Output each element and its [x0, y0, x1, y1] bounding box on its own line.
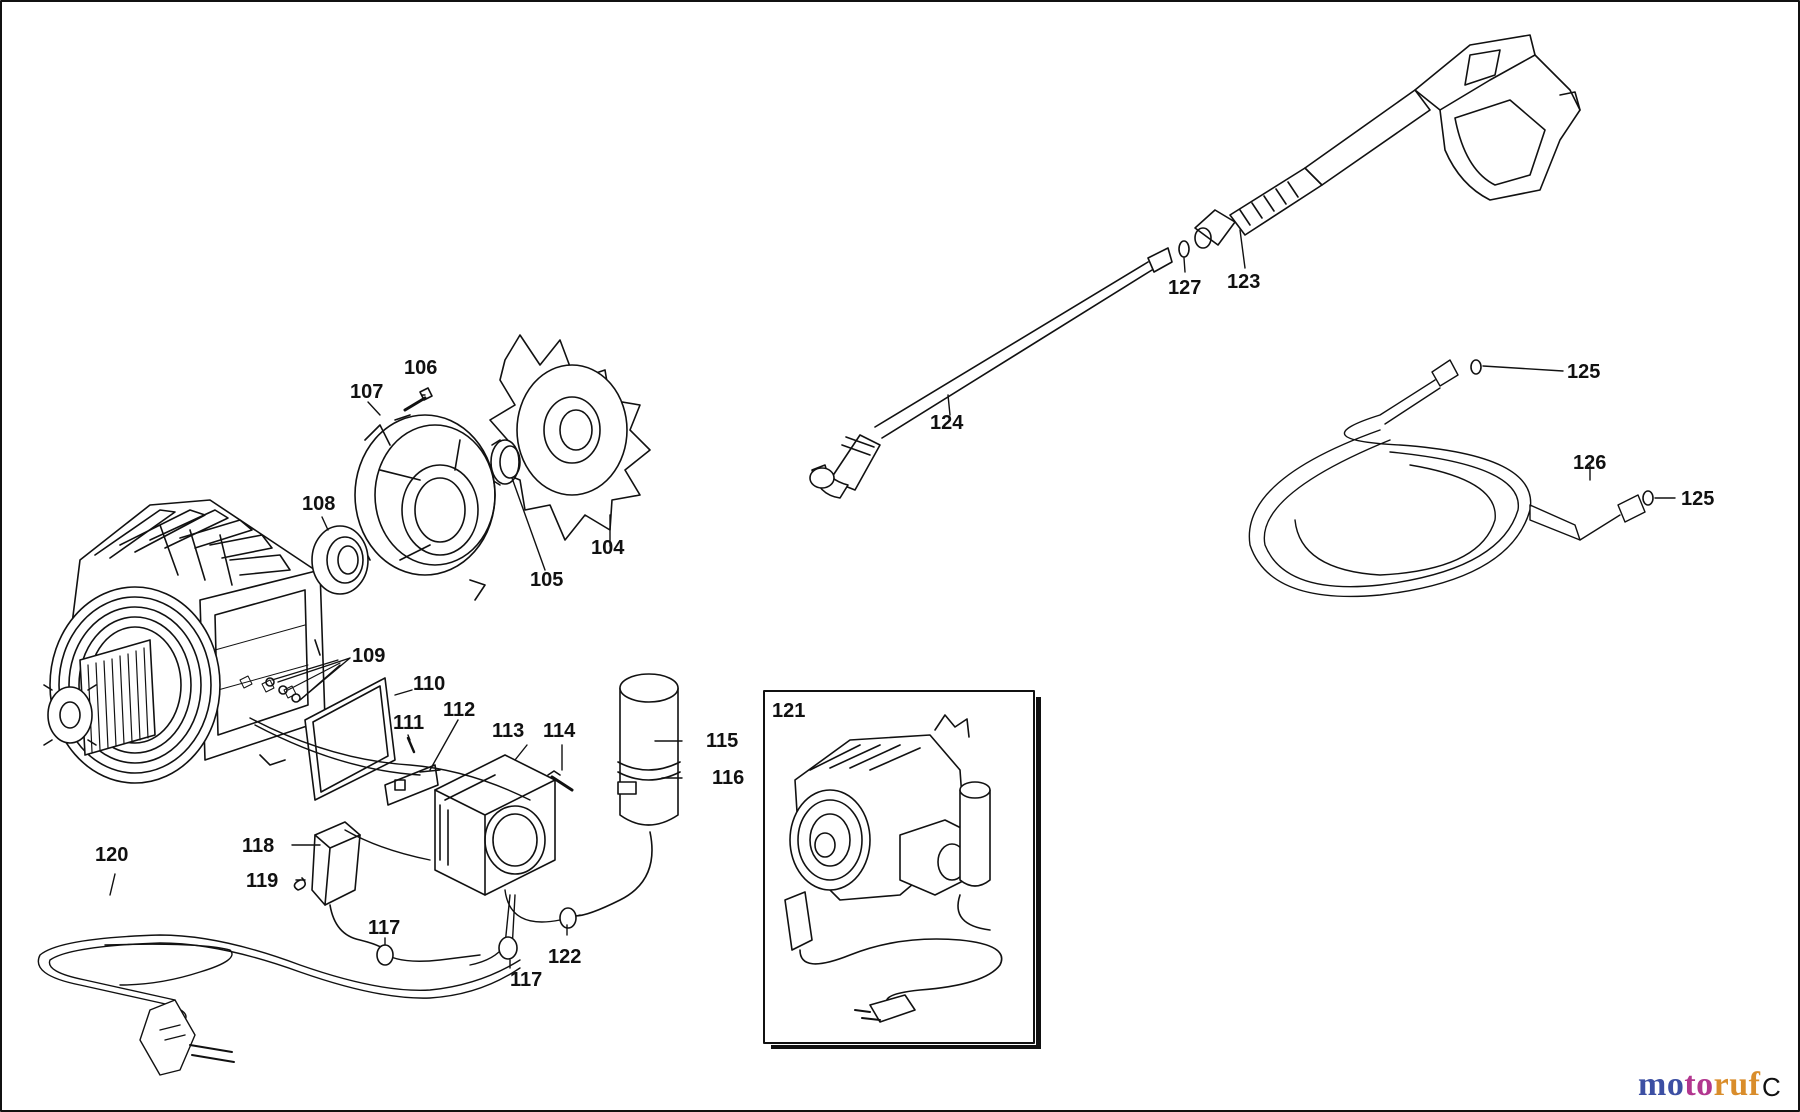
power-cord — [37, 934, 521, 1076]
hose-o-ring-bottom — [1642, 490, 1654, 506]
switch-housing — [434, 754, 556, 896]
callout-124: 124 — [930, 412, 964, 434]
callout-115: 115 — [706, 730, 739, 752]
small-screw — [406, 736, 416, 754]
grommet — [376, 944, 394, 966]
callout-123: 123 — [1227, 271, 1261, 293]
leader-lines — [109, 229, 1676, 969]
cooling-fan — [489, 334, 651, 541]
callout-104: 104 — [591, 537, 625, 559]
motoruf-watermark: motoruf — [1638, 1066, 1761, 1103]
grommet — [559, 907, 577, 929]
mounting-screw — [550, 775, 574, 792]
gasket — [304, 677, 396, 801]
cover-screw — [403, 396, 427, 412]
ball-bearing — [311, 525, 369, 595]
high-pressure-hose — [1248, 359, 1646, 598]
motor-housing — [43, 499, 326, 784]
assembled-unit-inset — [763, 690, 1041, 1049]
callout-117b: 117 — [510, 969, 543, 991]
spray-lance — [809, 247, 1173, 499]
callout-118: 118 — [242, 835, 275, 857]
fan-cover — [354, 414, 496, 601]
callout-106: 106 — [404, 357, 438, 379]
callout-125b: 125 — [1681, 488, 1715, 510]
terminal-screws — [265, 659, 341, 703]
callout-111: 111 — [393, 712, 425, 734]
callout-105: 105 — [530, 569, 564, 591]
grommet — [498, 936, 518, 960]
hose-o-ring-top — [1470, 359, 1482, 375]
callout-122: 122 — [548, 946, 582, 968]
capacitor — [569, 673, 681, 917]
callout-116: 116 — [712, 767, 745, 789]
callout-127: 127 — [1168, 277, 1202, 299]
callout-110: 110 — [413, 673, 446, 695]
callout-119: 119 — [246, 870, 279, 892]
callout-125a: 125 — [1567, 361, 1601, 383]
callout-109: 109 — [352, 645, 386, 667]
callout-126: 126 — [1573, 452, 1607, 474]
callout-113: 113 — [492, 720, 525, 742]
corner-mark: C — [1762, 1072, 1781, 1102]
callout-114: 114 — [543, 720, 576, 742]
callout-121: 121 — [772, 700, 806, 722]
callout-120: 120 — [95, 844, 129, 866]
callout-112: 112 — [443, 699, 476, 721]
circuit-board — [384, 764, 441, 806]
o-ring — [1178, 240, 1190, 258]
callout-108: 108 — [302, 493, 336, 515]
trigger-gun — [1194, 34, 1581, 249]
callout-117a: 117 — [368, 917, 401, 939]
callout-107: 107 — [350, 381, 384, 403]
micro-switch — [293, 821, 386, 951]
